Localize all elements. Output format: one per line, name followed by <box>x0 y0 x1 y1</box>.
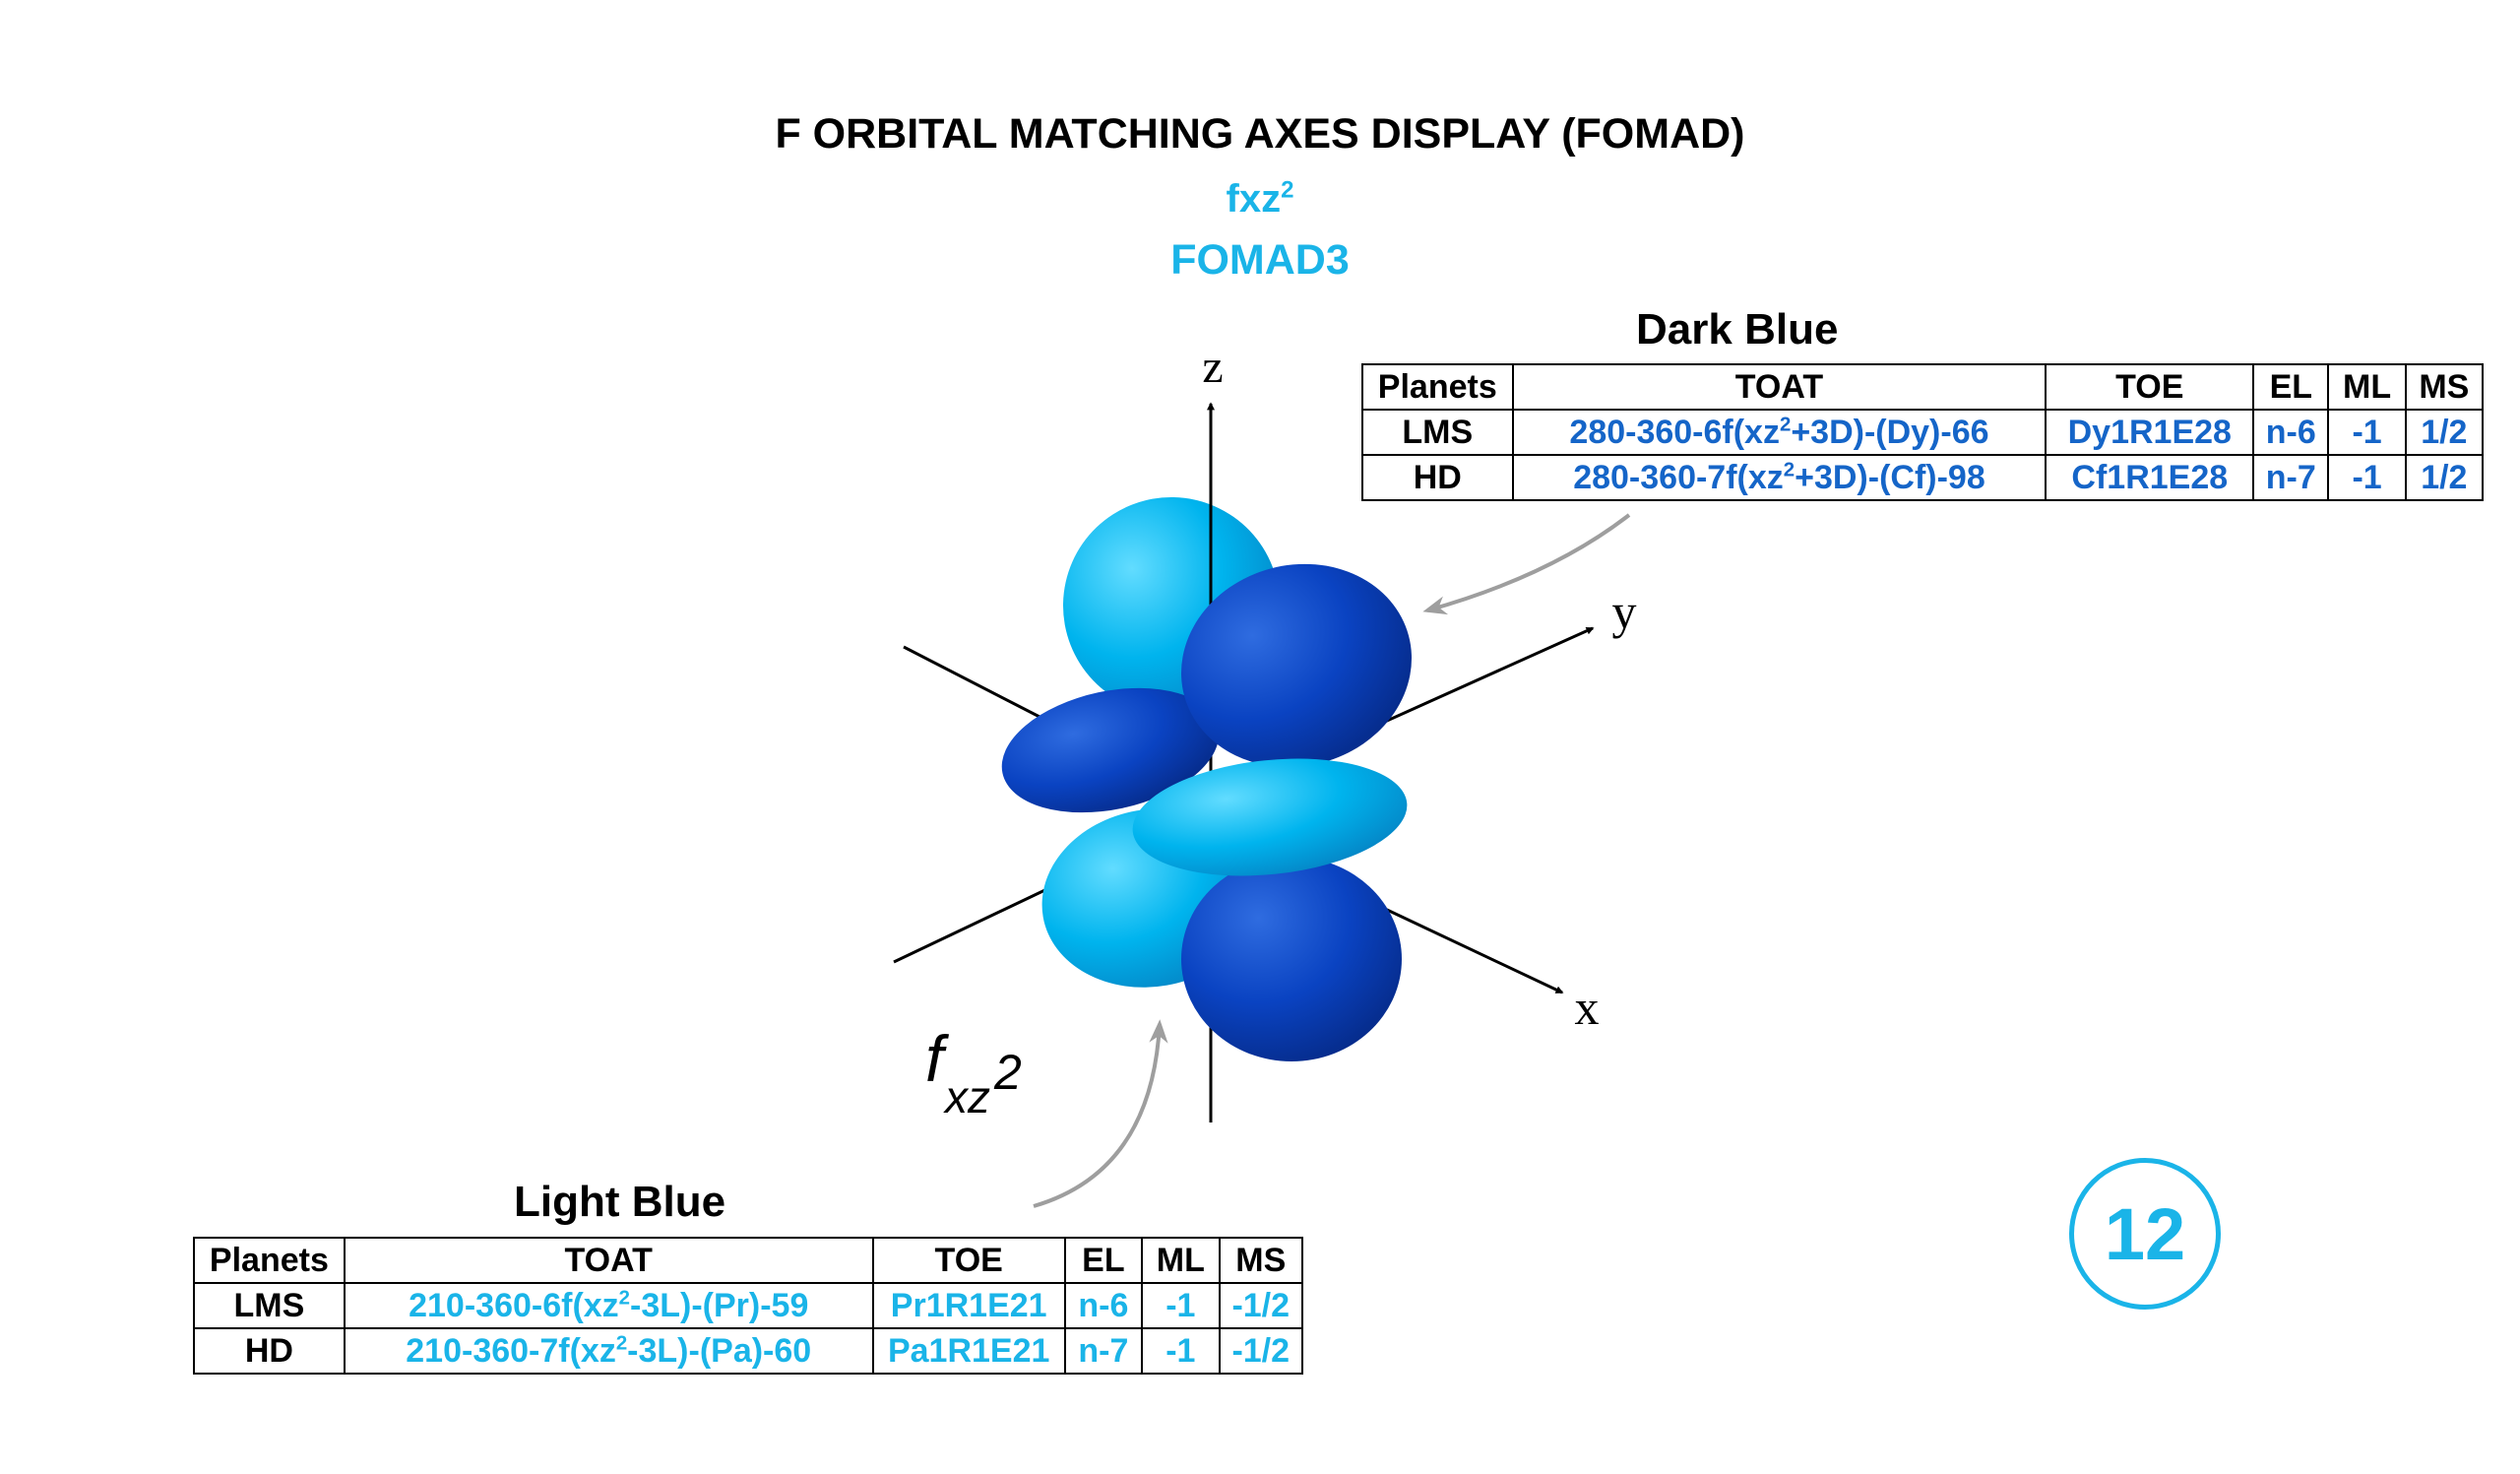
lobe-dark-upper <box>1181 563 1412 768</box>
light-table-title: Light Blue <box>514 1178 726 1226</box>
toat-post: -3L)-(Pr)-59 <box>630 1286 809 1324</box>
orbital-name-sup: 2 <box>1281 176 1294 204</box>
planet-cell: LMS <box>1361 409 1514 456</box>
orbital-name-base: fxz <box>1226 177 1282 221</box>
light-col-ms: MS <box>1218 1237 1304 1284</box>
toat-pre: 210-360-6f(xz <box>409 1286 619 1324</box>
el-cell: n-6 <box>1063 1282 1144 1329</box>
ml-cell: -1 <box>2327 409 2407 456</box>
toe-cell: Pr1R1E21 <box>871 1282 1066 1329</box>
toat-post: -3L)-(Pa)-60 <box>627 1331 812 1370</box>
page-number-badge: 12 <box>2069 1158 2221 1310</box>
light-col-el: EL <box>1063 1237 1144 1284</box>
toe-cell: Pa1R1E21 <box>871 1327 1066 1375</box>
lobe-dark-lower <box>1181 857 1402 1061</box>
y-axis-front <box>1357 626 1595 736</box>
x-axis-label: x <box>1575 980 1600 1035</box>
toat-pre: 280-360-6f(xz <box>1569 413 1780 451</box>
dark-col-toat: TOAT <box>1511 363 2048 411</box>
dark-col-ml: ML <box>2327 363 2407 411</box>
el-cell: n-7 <box>1063 1327 1144 1375</box>
pointer-arrow-light <box>1033 1019 1168 1208</box>
orbital-label-sub: xz <box>943 1071 990 1122</box>
light-col-planets: Planets <box>193 1237 346 1284</box>
table-row: LMS 280-360-6f(xz2+3D)-(Dy)-66 Dy1R1E28 … <box>1361 409 2485 456</box>
light-col-toe: TOE <box>871 1237 1066 1284</box>
ml-cell: -1 <box>1141 1327 1221 1375</box>
orbital-label: f xz 2 <box>925 1022 1022 1122</box>
fomad-code: FOMAD3 <box>1170 236 1350 284</box>
ms-cell: 1/2 <box>2404 409 2485 456</box>
table-row: LMS 210-360-6f(xz2-3L)-(Pr)-59 Pr1R1E21 … <box>193 1282 1304 1329</box>
el-cell: n-6 <box>2252 409 2330 456</box>
toat-sup: 2 <box>1779 414 1792 436</box>
toat-cell: 280-360-6f(xz2+3D)-(Dy)-66 <box>1511 409 2048 456</box>
z-axis-label: z <box>1202 341 1223 393</box>
dark-col-ms: MS <box>2404 363 2485 411</box>
dark-col-toe: TOE <box>2045 363 2255 411</box>
light-table-header-row: Planets TOAT TOE EL ML MS <box>193 1237 1304 1284</box>
dark-col-el: EL <box>2252 363 2330 411</box>
y-axis-label: y <box>1612 584 1637 639</box>
dark-table-title: Dark Blue <box>1636 305 1839 353</box>
orbital-name: fxz2 <box>0 177 2520 222</box>
toat-sup: 2 <box>615 1332 628 1355</box>
planet-cell: HD <box>1361 454 1514 501</box>
lobe-light-middle <box>1132 758 1408 876</box>
light-col-toat: TOAT <box>343 1237 874 1284</box>
lobe-dark-left <box>1001 687 1220 813</box>
y-axis-back <box>903 645 1044 721</box>
planet-cell: HD <box>193 1327 346 1375</box>
toat-cell: 280-360-7f(xz2+3D)-(Cf)-98 <box>1511 454 2048 501</box>
dark-table-header-row: Planets TOAT TOE EL ML MS <box>1361 363 2485 411</box>
toe-cell: Dy1R1E28 <box>2045 409 2255 456</box>
toat-sup: 2 <box>618 1287 631 1310</box>
el-cell: n-7 <box>2252 454 2330 501</box>
table-row: HD 280-360-7f(xz2+3D)-(Cf)-98 Cf1R1E28 n… <box>1361 454 2485 501</box>
toat-pre: 280-360-7f(xz <box>1573 458 1784 496</box>
toat-post: +3D)-(Dy)-66 <box>1791 413 1989 451</box>
dark-col-planets: Planets <box>1361 363 1514 411</box>
ml-cell: -1 <box>1141 1282 1221 1329</box>
x-axis-back <box>893 884 1054 964</box>
ms-cell: 1/2 <box>2404 454 2485 501</box>
light-col-ml: ML <box>1141 1237 1221 1284</box>
pointer-arrow-dark <box>1422 513 1631 615</box>
orbital-label-sup: 2 <box>993 1045 1022 1100</box>
planet-cell: LMS <box>193 1282 346 1329</box>
toat-cell: 210-360-7f(xz2-3L)-(Pa)-60 <box>343 1327 874 1375</box>
toat-post: +3D)-(Cf)-98 <box>1795 458 1985 496</box>
x-axis-front <box>1367 899 1564 994</box>
page-title: F ORBITAL MATCHING AXES DISPLAY (FOMAD) <box>775 110 1745 158</box>
toat-sup: 2 <box>1783 459 1796 481</box>
ms-cell: -1/2 <box>1218 1282 1304 1329</box>
light-blue-table: Planets TOAT TOE EL ML MS LMS 210-360-6f… <box>193 1237 1304 1375</box>
page-number: 12 <box>2104 1192 2186 1275</box>
dark-blue-table: Planets TOAT TOE EL ML MS LMS 280-360-6f… <box>1361 363 2485 501</box>
toat-cell: 210-360-6f(xz2-3L)-(Pr)-59 <box>343 1282 874 1329</box>
table-row: HD 210-360-7f(xz2-3L)-(Pa)-60 Pa1R1E21 n… <box>193 1327 1304 1375</box>
ms-cell: -1/2 <box>1218 1327 1304 1375</box>
toat-pre: 210-360-7f(xz <box>406 1331 616 1370</box>
ml-cell: -1 <box>2327 454 2407 501</box>
toe-cell: Cf1R1E28 <box>2045 454 2255 501</box>
